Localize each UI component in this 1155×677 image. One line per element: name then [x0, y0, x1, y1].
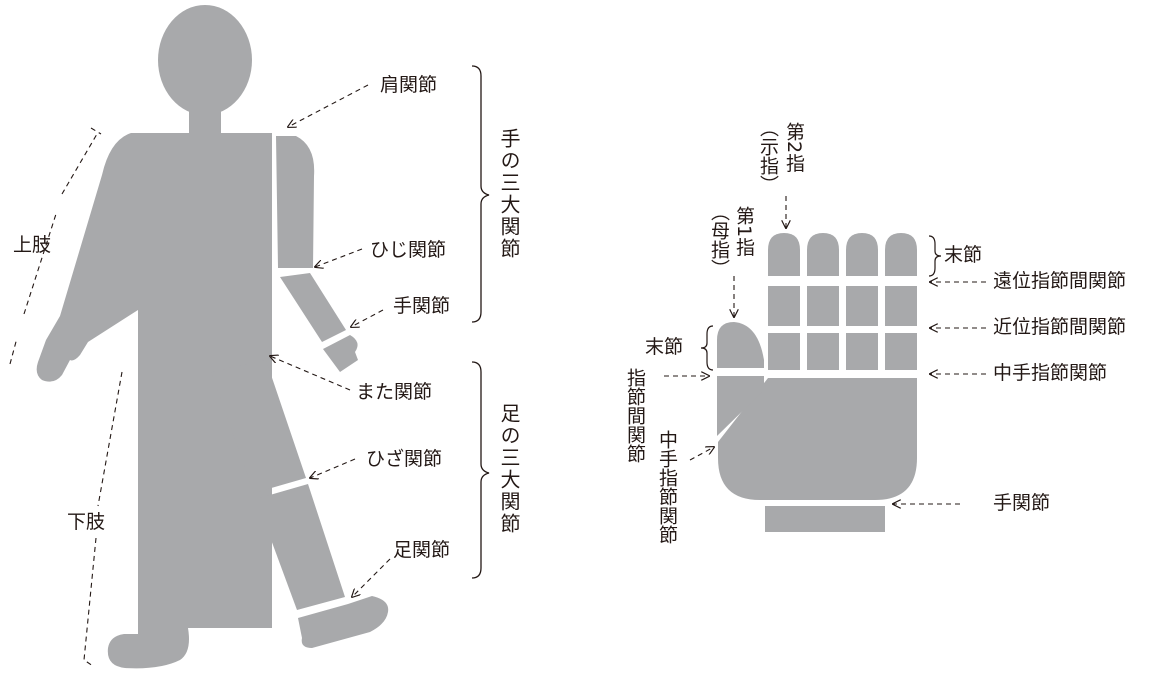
finger-proximal-3 [846, 333, 878, 370]
palm-shape [718, 378, 917, 500]
knee-arrow [310, 458, 356, 478]
fingertip-3 [846, 233, 878, 276]
finger-proximal-4 [885, 333, 917, 370]
foot-shape [298, 596, 389, 648]
body-arrows [9, 84, 391, 667]
finger-proximal-1 [768, 333, 800, 370]
first-finger-alias-label: （母指） [708, 202, 730, 278]
arm-bracket [471, 65, 490, 323]
distal-phalanx-label-right: 末節 [944, 244, 983, 266]
knee-joint-label: ひざ関節 [366, 448, 443, 470]
leg-joints-group-label: 足の三大関節 [497, 403, 521, 535]
hip-joint-label: また関節 [356, 381, 433, 403]
lower-limb-range [83, 371, 123, 667]
thumb-proximal [717, 376, 764, 436]
ankle-arrow [352, 558, 391, 597]
forearm-shape [280, 273, 346, 342]
right-distal-brace [928, 235, 942, 277]
hand-braces [700, 235, 942, 371]
body-brackets [471, 65, 490, 579]
arm-joints-group-label: 手の三大関節 [497, 128, 521, 260]
hand-arrows [664, 196, 986, 504]
thumb-mcp-arrow [689, 447, 714, 461]
thigh-shape [211, 360, 306, 493]
shoulder-arrow [288, 84, 369, 127]
lower-leg-shape [256, 484, 345, 610]
wrist-joint-label: 手関節 [393, 295, 451, 317]
upper-limb-label: 上肢 [13, 234, 52, 256]
fingertip-1 [768, 233, 800, 276]
torso-shape [36, 133, 272, 669]
elbow-arrow [315, 248, 363, 267]
upper-limb-range [9, 133, 98, 365]
hand-shape [323, 335, 358, 372]
wrist-arrow [351, 309, 384, 327]
head-shape [158, 5, 252, 115]
left-distal-brace [700, 325, 714, 371]
fingertip-2 [807, 233, 839, 276]
hand-wrist-block [765, 506, 885, 532]
human-figure [36, 5, 389, 669]
thumb-tip [717, 322, 764, 368]
hip-arrow [270, 356, 351, 391]
pip-joint-label: 近位指節間関節 [993, 316, 1127, 338]
elbow-joint-label: ひじ関節 [370, 239, 447, 261]
hand-wrist-joint-label: 手関節 [993, 492, 1051, 514]
finger-middle-1 [768, 286, 800, 326]
mcp-joint-label: 中手指節関節 [993, 362, 1108, 384]
hand-figure [717, 233, 917, 532]
second-finger-alias-label: （示指） [757, 118, 779, 194]
shoulder-joint-label: 肩関節 [380, 74, 438, 96]
thumb-ip-joint-label: 指節間関節 [624, 368, 646, 463]
leg-bracket [471, 361, 490, 579]
fingertip-4 [885, 233, 917, 276]
thumb-mcp-joint-label: 中手指節関節 [656, 430, 678, 544]
distal-phalanx-label-left: 末節 [645, 336, 684, 358]
first-finger-label: 第1指 [733, 206, 755, 257]
ankle-joint-label: 足関節 [393, 539, 451, 561]
finger-middle-2 [807, 286, 839, 326]
neck-shape [189, 100, 221, 136]
upper-arm-shape [276, 136, 315, 268]
upper-limb-tick [90, 127, 102, 135]
dip-joint-label: 遠位指節間関節 [993, 270, 1127, 292]
second-finger-label: 第2指 [783, 122, 805, 173]
finger-middle-3 [846, 286, 878, 326]
finger-proximal-2 [807, 333, 839, 370]
lower-limb-label: 下肢 [67, 511, 106, 533]
finger-middle-4 [885, 286, 917, 326]
